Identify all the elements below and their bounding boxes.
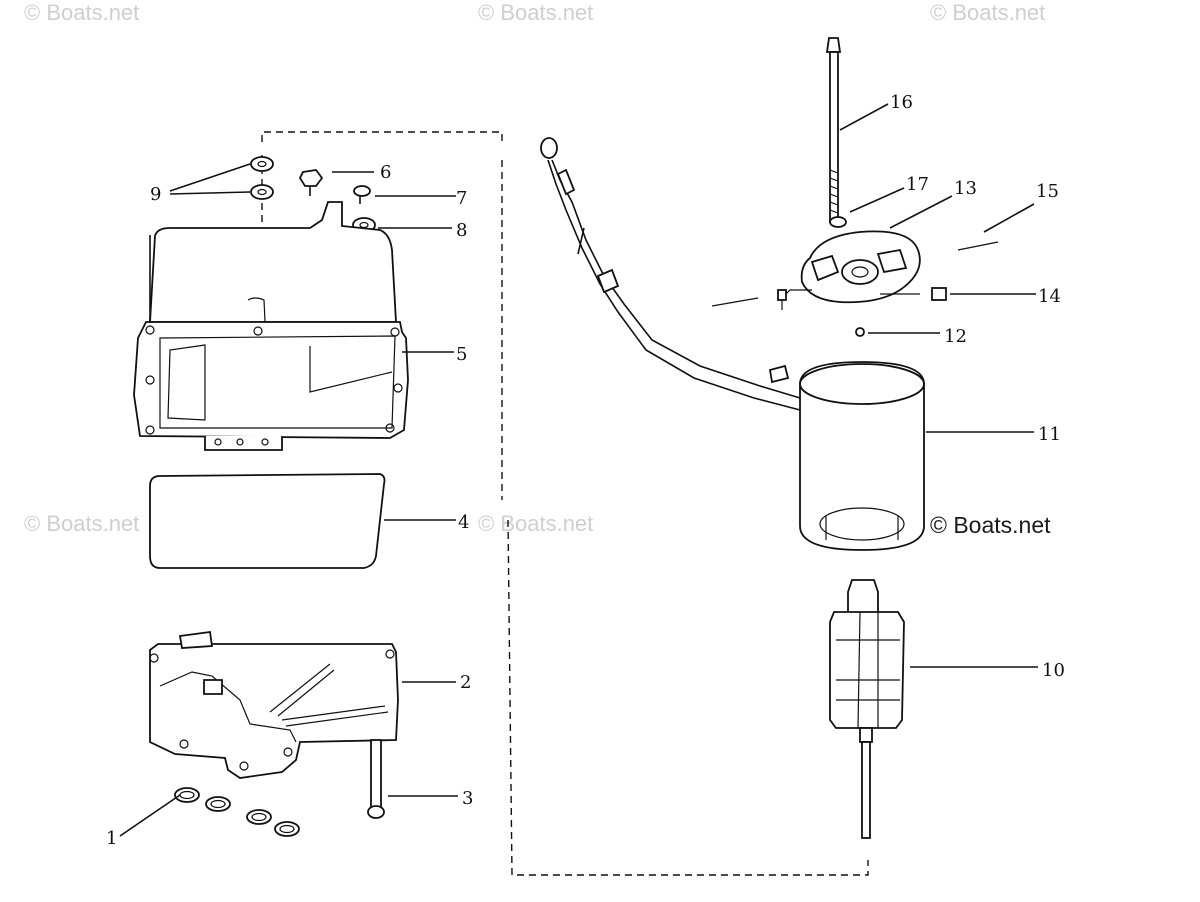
callout-12: 12 <box>944 326 967 347</box>
callout-11: 11 <box>1038 424 1061 445</box>
watermark-top-right: © Boats.net <box>930 0 1046 25</box>
part-3-bolt <box>367 739 385 819</box>
part-5-housing <box>133 201 409 451</box>
assembly-dashed-outline <box>261 131 869 876</box>
part-11-housing <box>768 361 925 551</box>
callout-14: 14 <box>1038 286 1061 307</box>
part-17-washer <box>829 216 847 228</box>
watermark-mid-center: © Boats.net <box>478 511 594 536</box>
part-14-connector <box>931 287 947 301</box>
wire-harness <box>540 137 801 411</box>
callout-7: 7 <box>456 188 467 209</box>
part-9-washers <box>250 156 274 200</box>
part-16-screw <box>825 37 842 223</box>
part-6-screw <box>298 169 324 196</box>
scribble-2 <box>957 241 999 251</box>
callout-4: 4 <box>458 512 469 533</box>
callout-9: 9 <box>150 184 161 205</box>
part-13-plate <box>777 230 921 310</box>
callout-10: 10 <box>1042 660 1065 681</box>
part-10-armature <box>829 579 905 839</box>
watermark-top-center: © Boats.net <box>478 0 594 25</box>
callout-5: 5 <box>456 344 467 365</box>
callout-2: 2 <box>460 672 471 693</box>
part-4-gasket <box>149 473 386 569</box>
callout-16: 16 <box>890 92 913 113</box>
callout-15: 15 <box>1036 181 1059 202</box>
part-2-cover <box>149 630 399 779</box>
watermark-top-left: © Boats.net <box>24 0 140 25</box>
part-12-spacer <box>855 327 865 337</box>
watermark-mid-left: © Boats.net <box>24 511 140 536</box>
watermark-main: © Boats.net <box>930 512 1051 538</box>
callout-3: 3 <box>462 788 473 809</box>
callout-6: 6 <box>380 162 391 183</box>
part-1-orings <box>174 787 300 837</box>
callout-8: 8 <box>456 220 467 241</box>
leader-lines <box>119 103 1038 837</box>
callout-17: 17 <box>906 174 929 195</box>
scribble-1 <box>711 297 759 307</box>
callout-13: 13 <box>954 178 977 199</box>
part-7-plug <box>353 185 371 204</box>
callout-1: 1 <box>106 828 117 849</box>
